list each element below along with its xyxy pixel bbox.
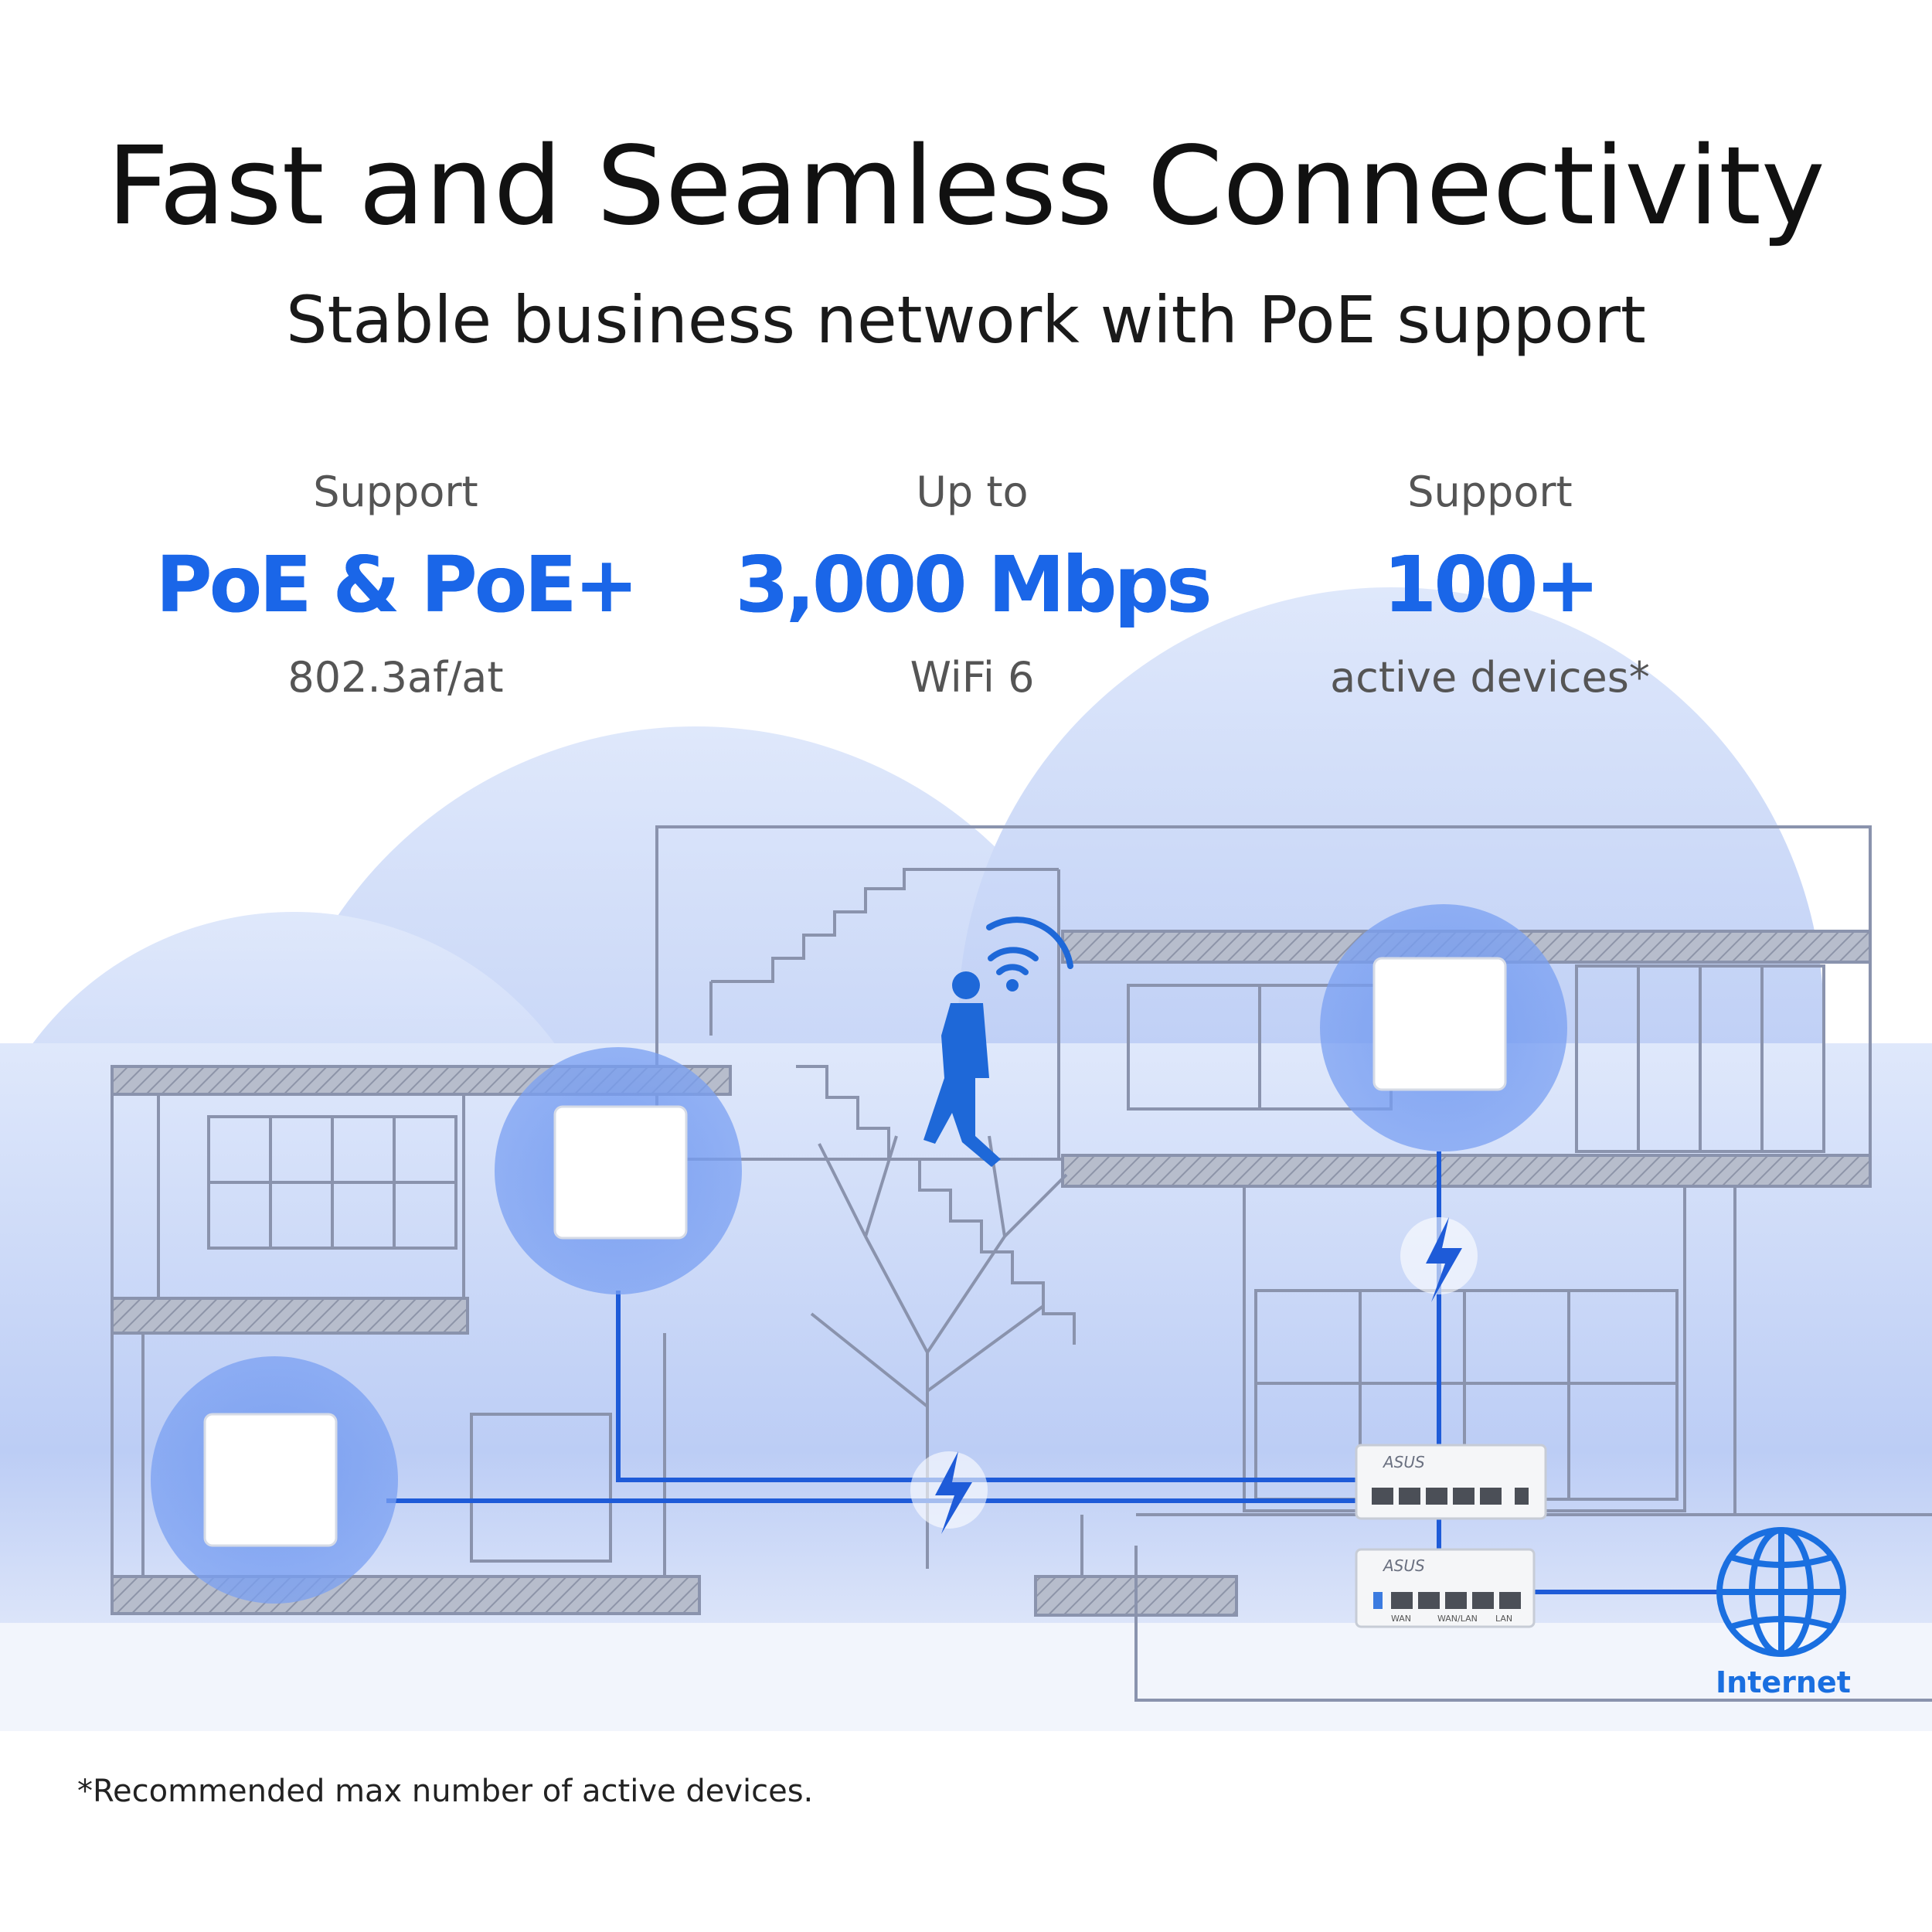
page-title: Fast and Seamless Connectivity [107,124,1825,250]
router-brand: ASUS [1383,1556,1425,1575]
router-device [1355,1548,1536,1628]
stat-poe: Support PoE & PoE+ 802.3af/at [102,468,689,702]
ethernet-cables [386,1151,1723,1594]
access-point-device [203,957,1507,1547]
router-port-label-wan: WAN [1391,1614,1412,1624]
lightning-bolt-icon [910,1217,1478,1534]
stat-poe-value: PoE & PoE+ [102,539,689,630]
wifi-icon [986,917,1073,992]
stat-speed-pre: Up to [916,468,1029,516]
internet-globe-icon [1716,1527,1846,1657]
stat-poe-pre: Support [313,468,478,516]
stat-devices-post: active devices* [1330,653,1650,702]
stat-devices-pre: Support [1407,468,1573,516]
stat-devices-value: 100+ [1196,539,1784,630]
internet-label: Internet [1716,1665,1851,1699]
router-port-label-lan: LAN [1495,1614,1513,1624]
page-subtitle: Stable business network with PoE support [286,282,1646,358]
stat-poe-post: 802.3af/at [287,653,504,702]
footnote: *Recommended max number of active device… [77,1774,814,1809]
router-port-label-wan-lan: WAN/LAN [1437,1614,1478,1624]
switch-brand: ASUS [1383,1453,1425,1471]
stat-speed-value: 3,000 Mbps [679,539,1266,630]
stat-speed: Up to 3,000 Mbps WiFi 6 [679,468,1266,702]
poe-switch-device [1355,1444,1547,1520]
person-with-phone-illustration [923,971,1001,1167]
tree-illustration [810,1135,1068,1569]
stat-speed-post: WiFi 6 [910,653,1035,702]
stat-devices: Support 100+ active devices* [1196,468,1784,702]
